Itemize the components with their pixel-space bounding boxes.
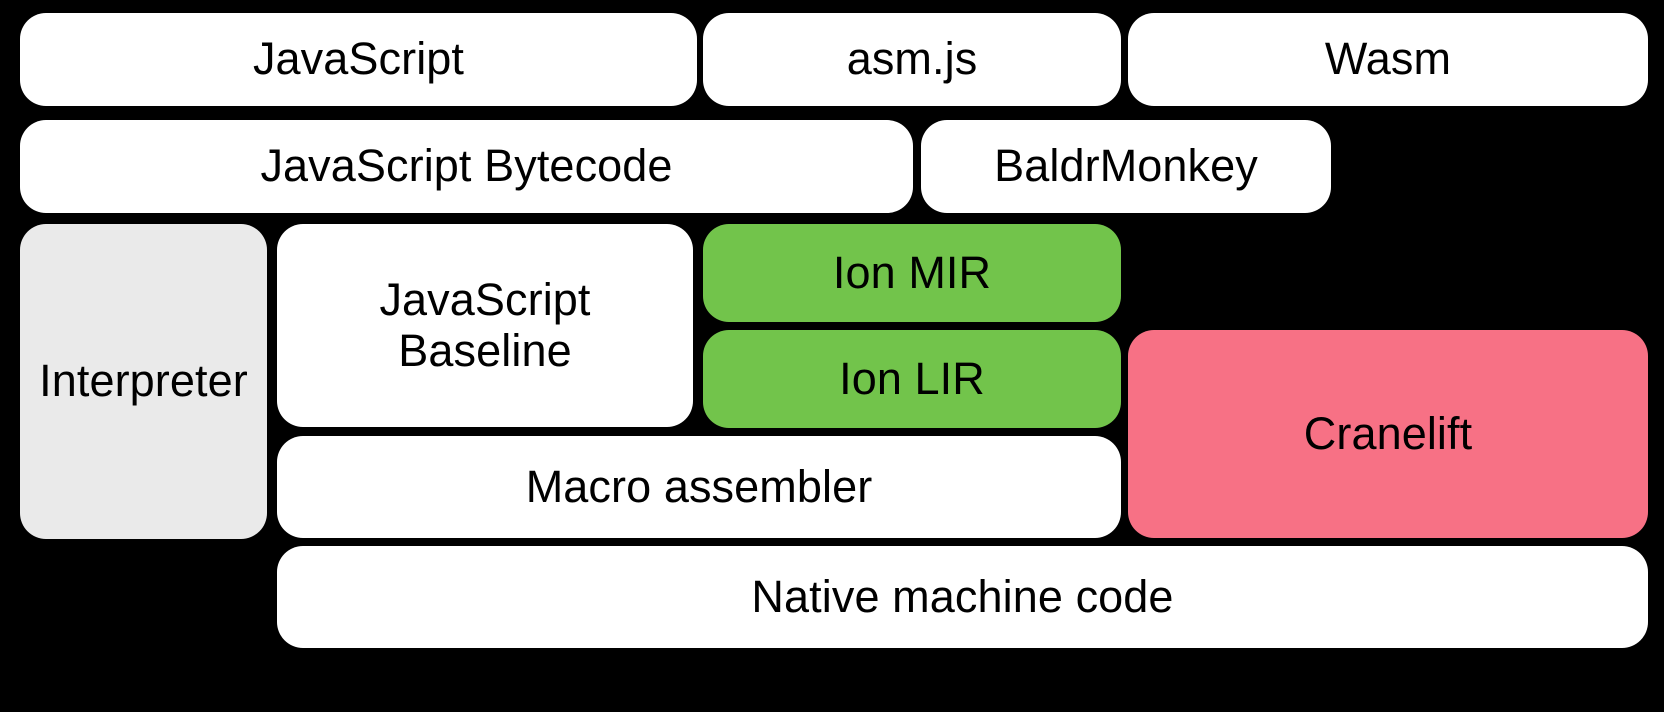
node-interpreter: Interpreter: [20, 224, 267, 539]
node-macro-assembler: Macro assembler: [277, 436, 1121, 538]
node-ion-lir: Ion LIR: [703, 330, 1121, 428]
node-ion-mir: Ion MIR: [703, 224, 1121, 322]
node-javascript-bytecode: JavaScript Bytecode: [20, 120, 913, 213]
node-native-machine-code: Native machine code: [277, 546, 1648, 648]
node-javascript-baseline: JavaScript Baseline: [277, 224, 693, 427]
node-javascript: JavaScript: [20, 13, 697, 106]
node-baldrmonkey: BaldrMonkey: [921, 120, 1331, 213]
node-asmjs: asm.js: [703, 13, 1121, 106]
node-cranelift: Cranelift: [1128, 330, 1648, 538]
node-wasm: Wasm: [1128, 13, 1648, 106]
